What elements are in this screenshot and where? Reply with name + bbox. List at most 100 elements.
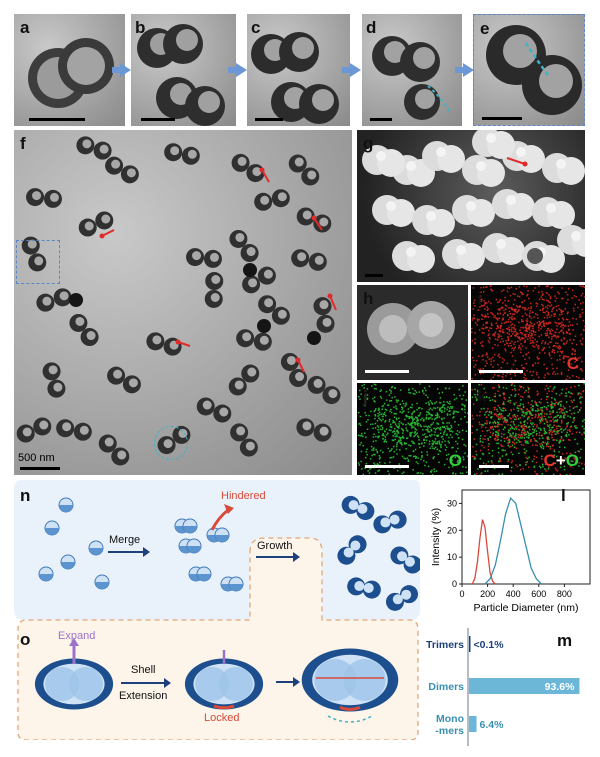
eds-dot <box>404 418 406 421</box>
eds-dot <box>473 438 475 440</box>
eds-dot <box>385 390 388 393</box>
eds-dot <box>561 352 563 354</box>
eds-dot <box>501 306 504 309</box>
label-e: e <box>480 19 490 38</box>
eds-dot <box>446 408 448 411</box>
eds-dot <box>504 420 506 423</box>
eds-dot <box>436 434 439 437</box>
eds-dot <box>498 473 500 475</box>
eds-dot <box>572 375 574 377</box>
eds-dot <box>476 389 479 392</box>
eds-dot <box>416 417 419 419</box>
eds-dot <box>511 383 514 385</box>
eds-dot <box>435 401 438 403</box>
grown-dimer-core <box>350 540 361 551</box>
eds-dot <box>413 421 415 424</box>
eds-dot <box>540 334 543 336</box>
eds-dot <box>492 366 494 368</box>
eds-dot <box>524 441 527 444</box>
eds-dot <box>550 287 552 289</box>
eds-dot <box>581 433 583 436</box>
eds-dot <box>557 347 560 349</box>
eds-dot <box>434 431 436 433</box>
eds-dot <box>481 332 484 334</box>
label-a: a <box>20 18 30 37</box>
eds-dot <box>579 397 581 400</box>
chart-l-xtick-label: 200 <box>480 589 495 599</box>
panel-g-image <box>362 130 585 273</box>
eds-dot <box>519 464 521 466</box>
eds-dot <box>359 415 362 418</box>
eds-dot <box>558 308 561 310</box>
eds-dot <box>499 356 501 359</box>
eds-dot <box>519 329 521 332</box>
eds-dot <box>410 424 413 426</box>
eds-dot <box>568 391 570 393</box>
eds-dot <box>427 411 430 414</box>
eds-dot <box>560 405 562 407</box>
eds-dot <box>561 420 563 423</box>
eds-dot <box>524 431 527 433</box>
schematic-sphere-shade <box>215 535 229 542</box>
eds-dot <box>565 331 568 333</box>
eds-dot <box>448 428 450 430</box>
eds-dot <box>565 411 568 413</box>
eds-dot <box>541 342 543 344</box>
eds-dot <box>399 389 402 391</box>
eds-dot <box>494 343 496 346</box>
eds-dot <box>495 425 498 428</box>
eds-dot <box>526 408 528 410</box>
eds-dot <box>486 429 489 432</box>
eds-dot <box>529 433 532 435</box>
expand-arrow-head <box>69 638 79 646</box>
eds-dot <box>526 370 528 372</box>
eds-dot <box>509 401 511 404</box>
eds-dot <box>498 336 500 339</box>
eds-dot <box>575 425 577 427</box>
eds-dot <box>509 417 511 419</box>
eds-dot <box>397 399 399 402</box>
eds-dot <box>426 435 429 438</box>
eds-dot <box>503 397 506 399</box>
eds-dot <box>453 410 455 412</box>
eds-dot <box>500 322 503 325</box>
eds-dot <box>532 405 534 408</box>
eds-dot <box>483 332 485 334</box>
eds-dot <box>519 305 522 308</box>
eds-dot <box>426 411 428 413</box>
eds-dot <box>493 316 495 319</box>
eds-dot <box>478 393 481 396</box>
eds-dot <box>431 403 434 405</box>
eds-dot <box>532 444 534 446</box>
chart-l-xtick-label: 0 <box>459 589 464 599</box>
eds-dot <box>402 429 405 432</box>
shell-label: Shell <box>131 664 156 676</box>
eds-dot <box>529 439 532 442</box>
eds-dot <box>558 345 560 348</box>
eds-dot <box>372 447 375 450</box>
eds-dot <box>441 418 443 421</box>
eds-dot <box>547 343 549 345</box>
eds-dot <box>551 390 553 392</box>
eds-dot <box>559 346 562 349</box>
eds-dot <box>514 310 516 313</box>
eds-dot <box>565 392 567 394</box>
eds-dot <box>497 451 500 454</box>
eds-dot <box>509 427 512 430</box>
eds-dot <box>519 372 522 374</box>
eds-dot <box>562 439 565 441</box>
eds-dot <box>568 328 570 331</box>
eds-dot <box>497 333 499 335</box>
eds-dot <box>526 431 529 433</box>
eds-dot <box>582 390 585 392</box>
eds-dot <box>523 421 526 423</box>
eds-dot <box>555 401 557 404</box>
eds-dot <box>583 428 585 430</box>
eds-dot <box>488 358 491 360</box>
eds-dot <box>543 432 546 435</box>
eds-dot <box>540 418 543 421</box>
panel-c-image <box>251 32 339 124</box>
eds-dot <box>510 351 512 354</box>
eds-dot <box>579 401 582 403</box>
eds-dot <box>577 357 579 360</box>
